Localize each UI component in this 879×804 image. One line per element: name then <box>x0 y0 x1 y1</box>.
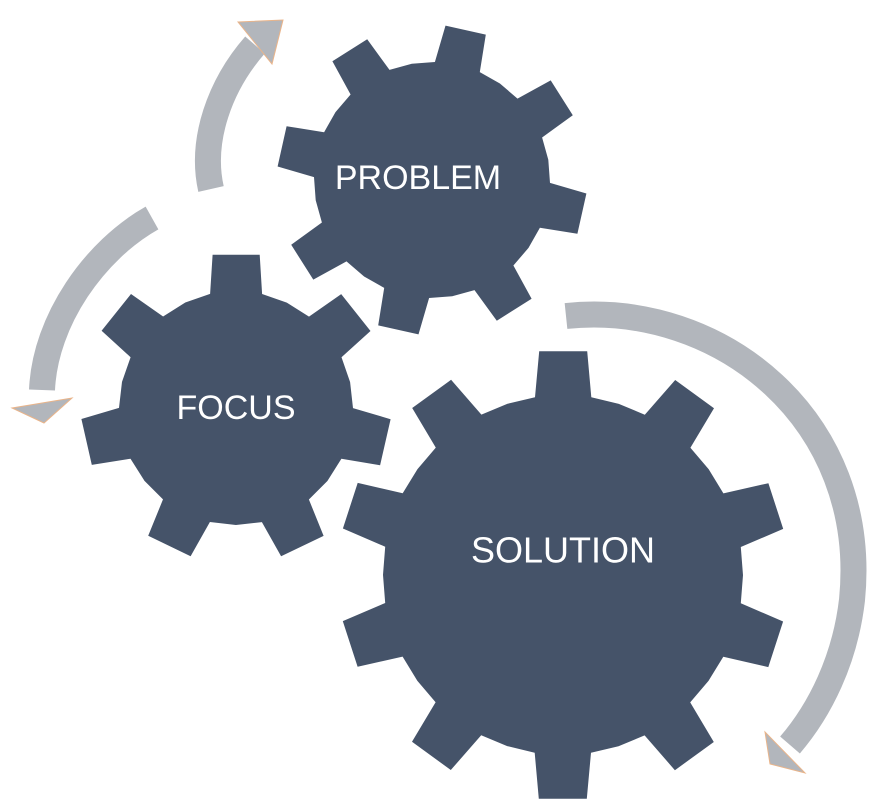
gear-focus: FOCUS <box>81 254 391 557</box>
gear-solution: SOLUTION <box>342 351 784 799</box>
arrow-right <box>564 301 867 774</box>
gear-problem-label: PROBLEM <box>335 159 501 197</box>
gear-focus-shape <box>81 254 391 557</box>
arrow-top-left <box>195 19 284 192</box>
gear-solution-shape <box>342 351 784 799</box>
arrow-left <box>10 206 159 424</box>
gear-problem: PROBLEM <box>277 25 587 335</box>
gear-problem-shape <box>277 25 587 335</box>
gear-solution-label: SOLUTION <box>471 530 655 571</box>
gear-focus-label: FOCUS <box>177 389 296 427</box>
